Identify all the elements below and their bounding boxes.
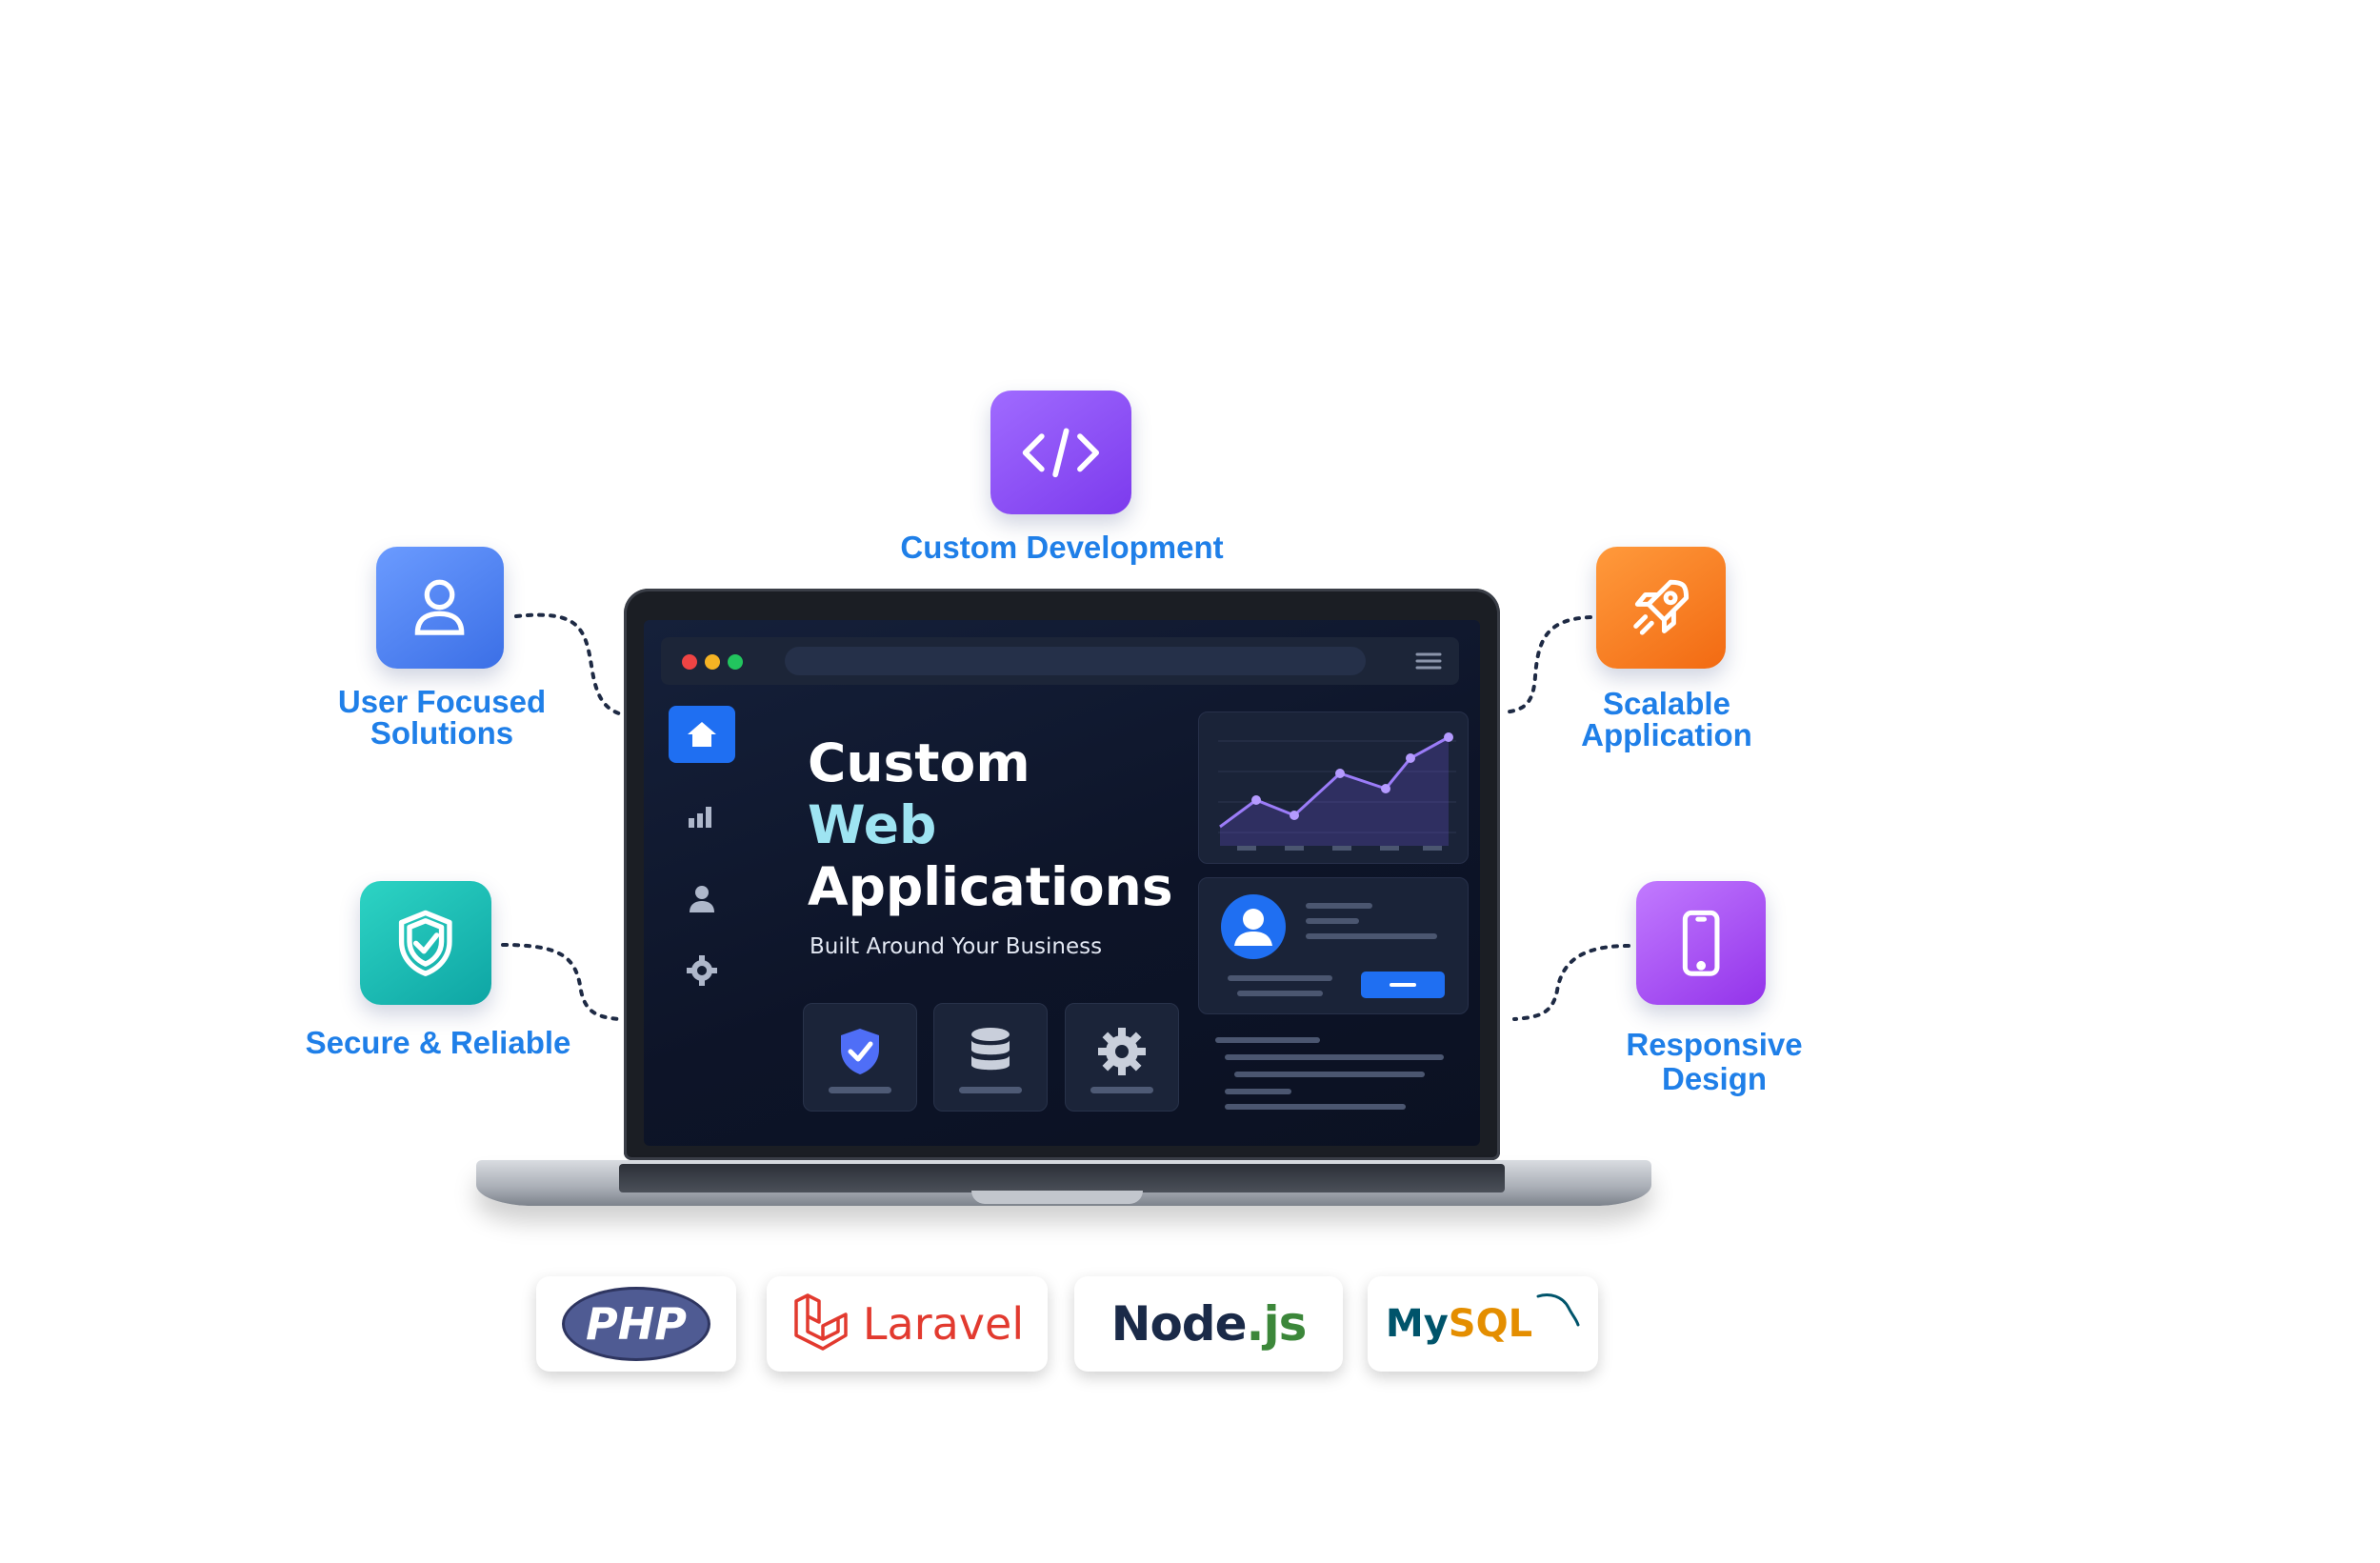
php-logo[interactable]: PHP — [536, 1276, 736, 1372]
close-dot[interactable] — [682, 654, 697, 670]
user-icon — [415, 579, 465, 636]
hamburger-menu-icon[interactable] — [1415, 651, 1442, 671]
custom-development-icon-badge[interactable] — [990, 391, 1131, 514]
dolphin-icon — [1536, 1293, 1580, 1327]
responsive-icon-badge[interactable] — [1636, 881, 1766, 1005]
security-tile[interactable] — [803, 1003, 917, 1112]
laravel-icon — [794, 1293, 848, 1351]
rocket-icon — [1633, 580, 1689, 635]
profile-action-button[interactable] — [1361, 972, 1445, 998]
line-chart-graphic — [1218, 732, 1456, 851]
database-icon — [971, 1028, 1010, 1071]
bar-chart-icon — [689, 807, 711, 828]
custom-development-label: Custom Development — [900, 530, 1224, 565]
laptop-notch — [971, 1191, 1143, 1204]
hero-title: Custom Web Applications — [808, 732, 1173, 917]
user-focused-label: User Focused Solutions — [337, 684, 547, 751]
hero-subtitle: Built Around Your Business — [810, 934, 1103, 959]
settings-tile[interactable] — [1065, 1003, 1179, 1112]
gear-icon — [1098, 1028, 1146, 1075]
minimize-dot[interactable] — [705, 654, 720, 670]
gear-icon — [687, 955, 717, 986]
shield-check-icon — [841, 1029, 879, 1074]
mysql-logo[interactable]: MySQL — [1368, 1276, 1598, 1372]
home-icon — [688, 722, 716, 747]
secure-icon-badge[interactable] — [360, 881, 491, 1005]
maximize-dot[interactable] — [728, 654, 743, 670]
shield-check-icon — [399, 910, 452, 976]
mobile-icon — [1682, 910, 1720, 976]
laptop-screen: Custom Web Applications Built Around You… — [644, 620, 1480, 1146]
user-icon — [690, 886, 714, 912]
user-focused-icon-badge[interactable] — [376, 547, 504, 669]
laravel-logo[interactable]: Laravel — [767, 1276, 1048, 1372]
address-bar[interactable] — [785, 647, 1366, 675]
sidebar-profile[interactable] — [669, 870, 735, 927]
profile-card[interactable] — [1198, 877, 1469, 1014]
browser-bar — [661, 637, 1459, 685]
chart-card[interactable] — [1198, 711, 1469, 864]
code-icon — [1022, 428, 1100, 477]
database-tile[interactable] — [933, 1003, 1048, 1112]
scalable-icon-badge[interactable] — [1596, 547, 1726, 669]
sidebar-analytics[interactable] — [669, 787, 735, 844]
nodejs-logo[interactable]: Node.js — [1074, 1276, 1343, 1372]
sidebar-home[interactable] — [669, 706, 735, 763]
responsive-label: Responsive Design — [1626, 1027, 1803, 1096]
laptop-keyboard — [619, 1164, 1505, 1192]
secure-label: Secure & Reliable — [305, 1025, 571, 1060]
avatar — [1221, 894, 1286, 959]
scalable-label: Scalable Application — [1581, 686, 1752, 752]
sidebar-settings[interactable] — [669, 942, 735, 999]
